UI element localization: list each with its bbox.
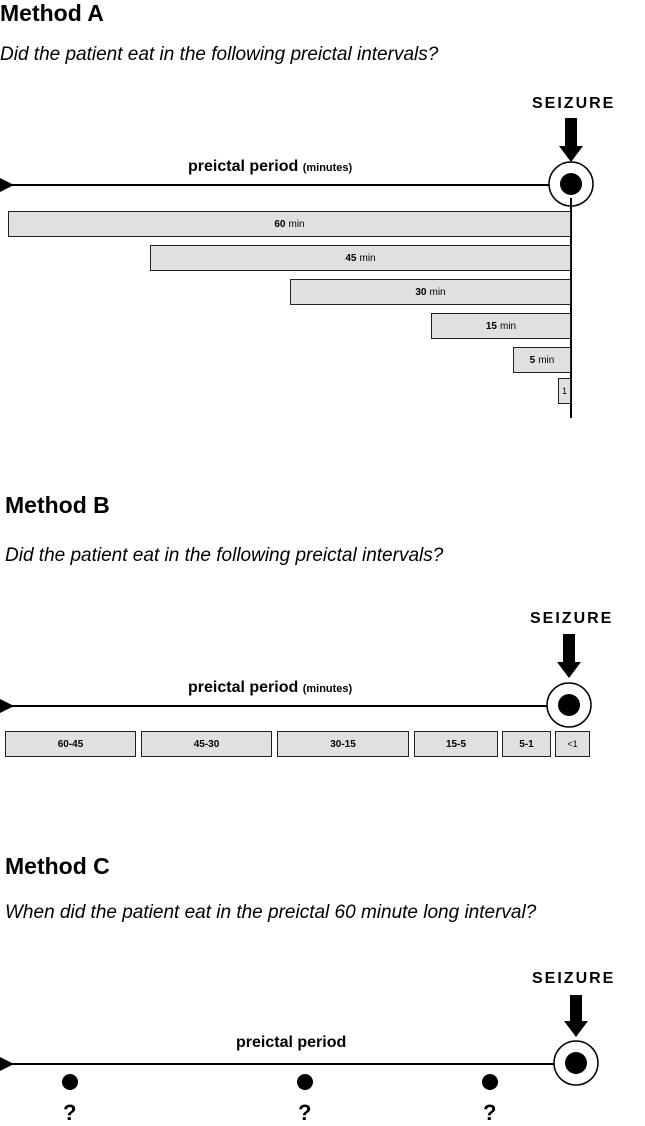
method-b-period-unit: (minutes) — [302, 683, 353, 695]
bar-value: 5 — [529, 354, 536, 366]
bar-value: 1 — [561, 386, 567, 396]
method-a-seizure-arrow-head — [559, 146, 583, 162]
method-a-seizure-label: SEIZURE — [532, 95, 616, 112]
method-c-question: When did the patient eat in the preictal… — [5, 902, 537, 923]
method-b-interval-60-45[interactable]: 60-45 — [5, 731, 136, 757]
method-b-interval-5-1[interactable]: 5-1 — [502, 731, 551, 757]
method-c-question-mark[interactable]: ? — [63, 1100, 77, 1125]
method-a-title: Method A — [0, 0, 104, 26]
method-b-interval-lt1[interactable]: <1 — [555, 731, 590, 757]
method-c-question-mark[interactable]: ? — [298, 1100, 312, 1125]
method-a-period-unit: (minutes) — [302, 162, 353, 174]
method-b-question: Did the patient eat in the following pre… — [5, 545, 444, 566]
bar-value: 60 — [274, 218, 286, 230]
method-a-seizure-arrow-shaft — [565, 118, 577, 146]
method-a-period-label: preictal period (minutes) — [188, 158, 352, 176]
bar-unit: min — [538, 354, 555, 366]
method-a-bar-1[interactable]: 1 — [558, 378, 571, 404]
method-c-seizure-label: SEIZURE — [532, 970, 616, 987]
method-c-title: Method C — [5, 853, 110, 879]
bar-value: 45 — [345, 252, 357, 264]
method-b-seizure-dot — [558, 694, 580, 716]
method-c-marker-dot — [482, 1074, 498, 1090]
method-b-seizure-arrow-shaft — [563, 634, 575, 662]
method-a-period-text: preictal period — [188, 158, 299, 175]
method-c-period-label: preictal period — [236, 1034, 347, 1051]
method-a-seizure-dot — [560, 173, 582, 195]
method-c-marker-dot — [297, 1074, 313, 1090]
method-c-question-mark[interactable]: ? — [483, 1100, 497, 1125]
bar-value: 15 — [485, 320, 497, 332]
method-b-seizure-arrow-head — [557, 662, 581, 678]
method-b-period-label: preictal period (minutes) — [188, 679, 352, 697]
bar-unit: min — [288, 218, 305, 230]
method-b-interval-45-30[interactable]: 45-30 — [141, 731, 272, 757]
bar-unit: min — [429, 286, 446, 298]
method-b-seizure-label: SEIZURE — [530, 610, 614, 627]
method-a-question: Did the patient eat in the following pre… — [0, 44, 439, 65]
bar-unit: min — [500, 320, 517, 332]
method-b-interval-30-15[interactable]: 30-15 — [277, 731, 409, 757]
method-b-interval-15-5[interactable]: 15-5 — [414, 731, 498, 757]
method-b-period-text: preictal period — [188, 679, 299, 696]
method-b-title: Method B — [5, 492, 110, 518]
method-c-marker-dot — [62, 1074, 78, 1090]
method-c-seizure-dot — [565, 1052, 587, 1074]
method-c-seizure-arrow-head — [564, 1021, 588, 1037]
method-c-seizure-arrow-shaft — [570, 995, 582, 1021]
bar-value: 30 — [415, 286, 427, 298]
bar-unit: min — [359, 252, 376, 264]
